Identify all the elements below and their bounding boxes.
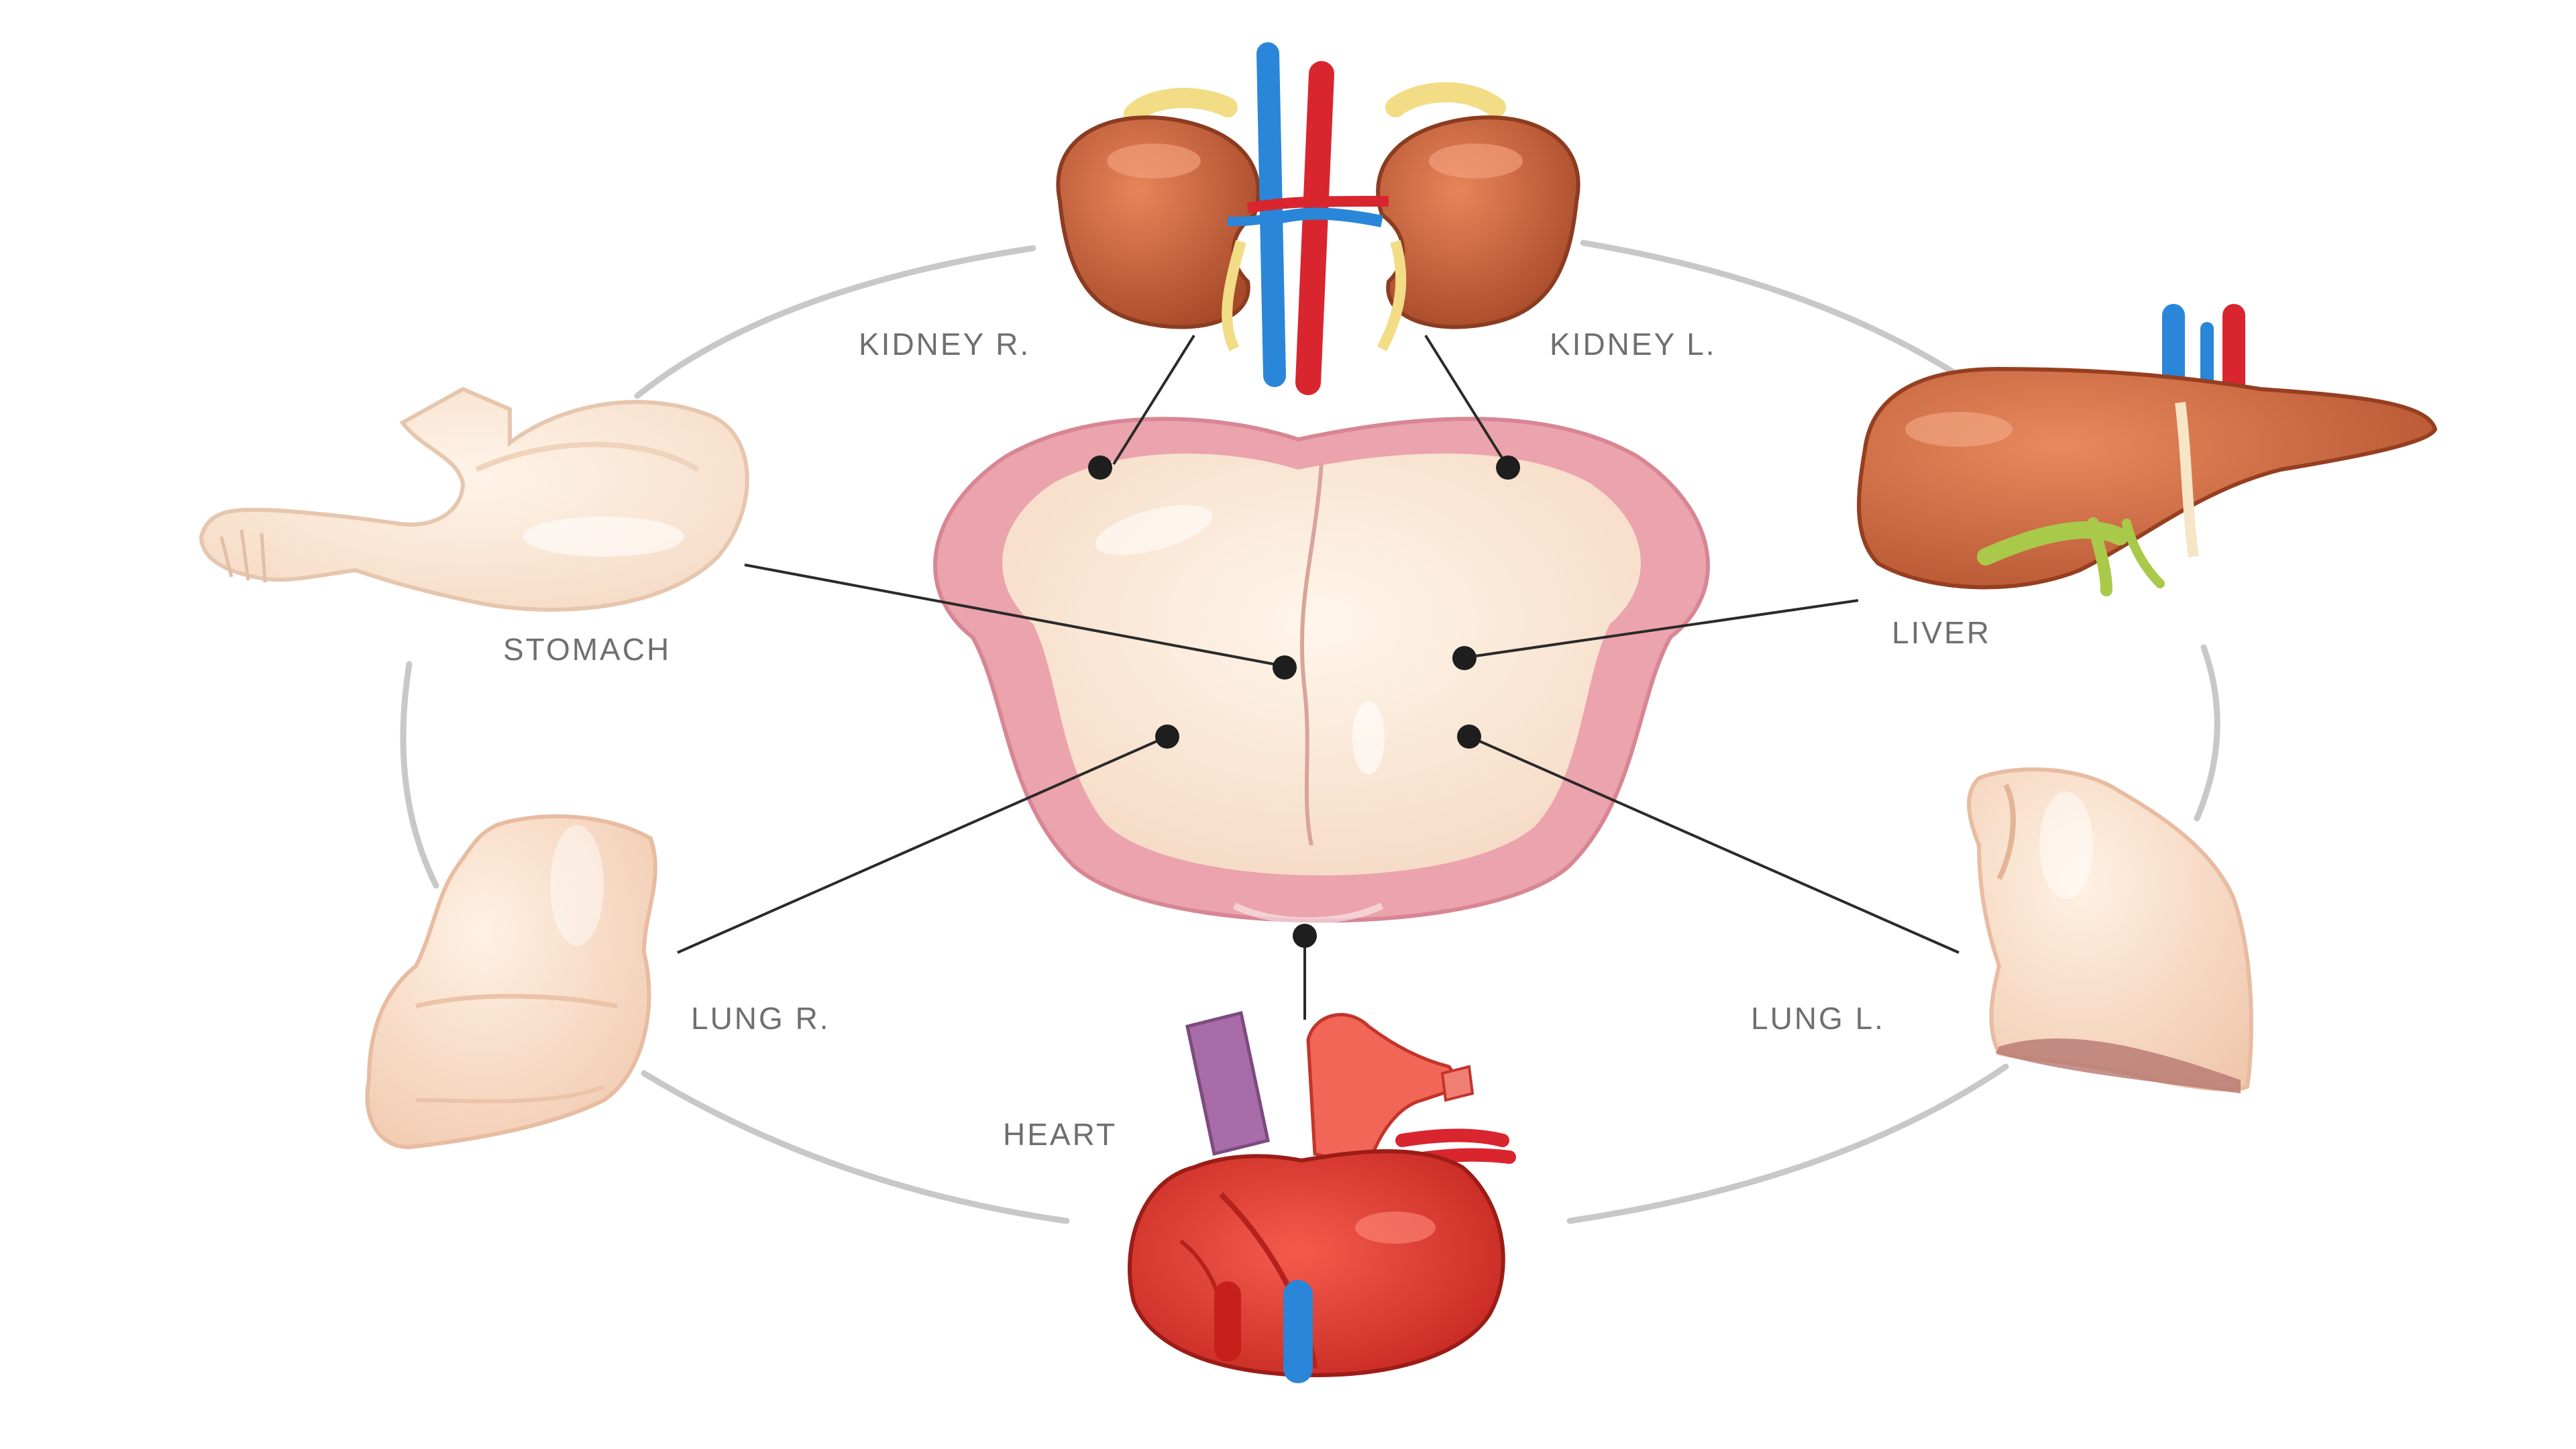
organ-ring xyxy=(400,239,2220,1224)
dot-stomach xyxy=(1273,655,1297,680)
connector-kidney-r xyxy=(1112,334,1195,466)
label-kidney-l: KIDNEY L. xyxy=(1550,327,1717,362)
label-stomach: STOMACH xyxy=(503,632,672,667)
label-kidney-r: KIDNEY R. xyxy=(859,327,1031,362)
connector-lung-l xyxy=(1468,735,1960,954)
right-lung-icon xyxy=(365,814,657,1150)
ring-arc-top-left xyxy=(634,245,1036,399)
kidneys-icon xyxy=(1056,42,1580,395)
left-lung-icon xyxy=(1967,767,2253,1093)
connector-liver xyxy=(1465,599,1859,659)
connector-lung-r xyxy=(677,735,1168,954)
connector-stomach xyxy=(744,564,1285,667)
heart-icon xyxy=(1128,1010,1516,1383)
connector-kidney-l xyxy=(1424,334,1507,466)
label-heart: HEART xyxy=(1003,1117,1118,1152)
ring-arc-bottom-right xyxy=(1566,1063,2009,1224)
liver-icon xyxy=(1857,304,2438,596)
connectors xyxy=(677,334,1960,1020)
stomach-icon xyxy=(199,386,749,612)
dot-kidney-l xyxy=(1496,455,1520,480)
ring-arc-top-right xyxy=(1580,239,1962,379)
label-lung-l: LUNG L. xyxy=(1751,1001,1885,1036)
label-lung-r: LUNG R. xyxy=(691,1001,830,1036)
dot-heart xyxy=(1293,924,1317,948)
ring-arc-left xyxy=(400,661,439,889)
label-liver: LIVER xyxy=(1892,615,1991,650)
ring-arc-bottom-left xyxy=(641,1070,1070,1224)
dot-kidney-r xyxy=(1088,455,1112,480)
connector-dots xyxy=(1088,455,1520,948)
dot-lung-r xyxy=(1155,724,1179,749)
ring-arc-right xyxy=(2194,644,2220,822)
dot-lung-l xyxy=(1457,724,1481,749)
tongue-icon xyxy=(933,417,1710,924)
dot-liver xyxy=(1452,646,1477,670)
